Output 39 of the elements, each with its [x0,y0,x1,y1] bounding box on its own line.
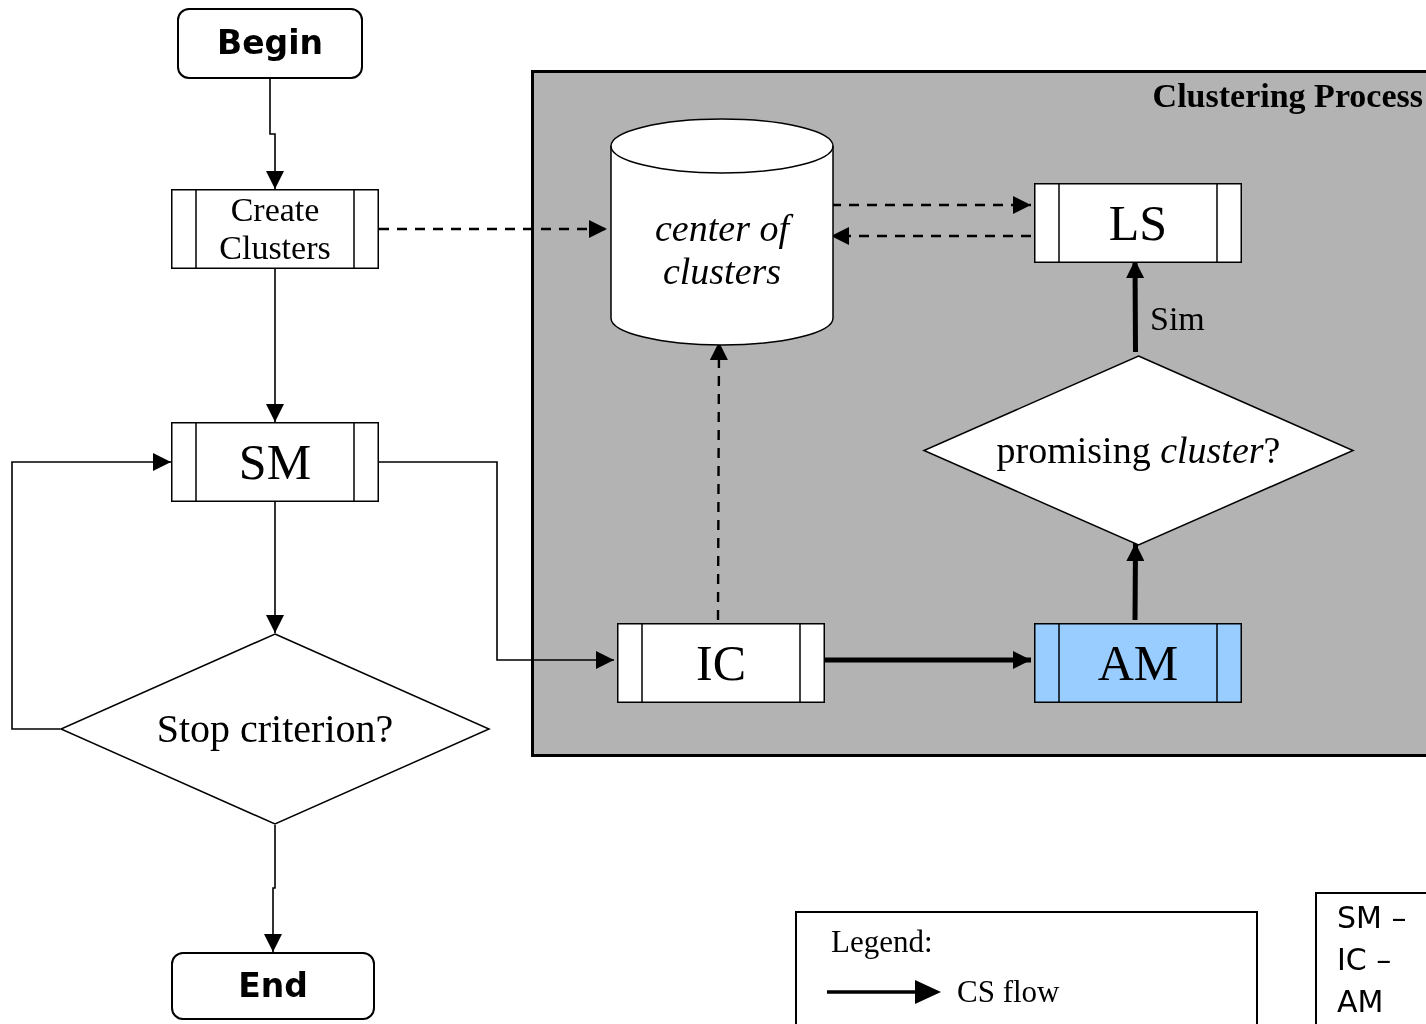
arrow [264,824,282,953]
group-title: Clustering Process [1152,77,1423,116]
arrow [831,196,1031,214]
node-label: AM [1097,635,1179,691]
arrow [1126,260,1145,352]
node-label: IC [696,635,746,691]
arrow [266,501,284,634]
abbreviation-label: AM [1337,984,1384,1020]
abbreviation-label: IC – [1337,942,1392,978]
arrow [266,268,284,423]
node-label: promising cluster? [996,429,1281,472]
decision-diamond [60,633,490,825]
database-cylinder [610,119,834,345]
process-box [1034,623,1242,703]
legend-label: CS flow [957,975,1060,1010]
legend-title: Legend: [831,925,933,960]
process-box [171,422,379,502]
arrow [1126,543,1145,620]
abbreviation-label: SM – [1337,900,1407,936]
node-label: End [238,967,308,1005]
node-label: SM [238,434,312,490]
node-label: Stop criterion? [156,706,394,752]
arrow [11,453,172,730]
start-terminal [177,8,363,79]
node-label: Create Clusters [218,190,332,268]
arrow [822,651,1031,669]
arrow [831,227,1031,245]
node-label: center of clusters [637,207,807,293]
node-label: Begin [217,25,323,62]
end-terminal [171,952,375,1020]
process-box [171,189,379,269]
decision-diamond [923,355,1354,546]
arrow [266,78,284,190]
group-panel [531,70,1426,757]
process-box [1034,183,1242,263]
process-box [617,623,825,703]
node-label: LS [1108,195,1168,251]
arrow [378,461,615,669]
arrow [379,220,607,238]
